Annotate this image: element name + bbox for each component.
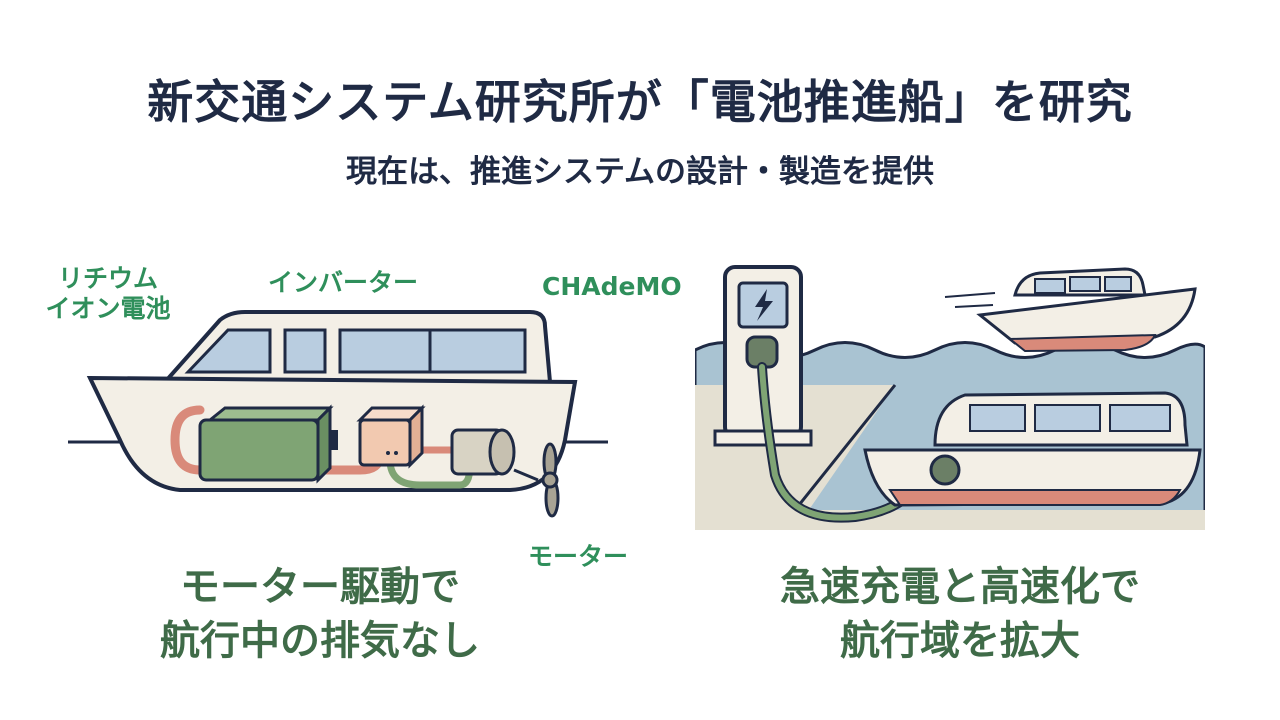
cabin-window bbox=[1109, 404, 1171, 432]
speed-line bbox=[954, 304, 994, 308]
cabin-window bbox=[338, 328, 432, 374]
label-chademo: CHAdeMO bbox=[542, 272, 682, 301]
speeding-boat bbox=[944, 267, 1197, 353]
label-inverter: インバーター bbox=[268, 268, 419, 297]
cabin-window bbox=[428, 328, 527, 374]
page-subtitle: 現在は、推進システムの設計・製造を提供 bbox=[345, 154, 935, 190]
charging-scene-illustration bbox=[695, 265, 1205, 530]
cabin-window bbox=[283, 328, 327, 374]
cabin-window bbox=[184, 328, 272, 374]
caption-left: モーター駆動で 航行中の排気なし bbox=[160, 564, 480, 664]
propeller-icon bbox=[541, 442, 560, 518]
speed-line bbox=[944, 292, 996, 298]
charging-cable bbox=[759, 364, 923, 521]
label-motor: モーター bbox=[528, 542, 629, 571]
electric-motor bbox=[450, 428, 516, 476]
boat-cutaway-illustration bbox=[68, 310, 608, 518]
lightning-icon bbox=[755, 289, 773, 321]
lithium-ion-battery bbox=[198, 404, 338, 484]
inverter-box bbox=[356, 404, 426, 469]
docked-boat bbox=[863, 391, 1202, 507]
charging-port bbox=[929, 454, 961, 486]
caption-right: 急速充電と高速化で 航行域を拡大 bbox=[780, 564, 1140, 664]
chademo-charger bbox=[713, 265, 813, 447]
label-lithium-ion-battery: リチウム イオン電池 bbox=[45, 264, 171, 323]
propeller-shaft bbox=[513, 468, 539, 482]
cabin-window bbox=[969, 404, 1026, 432]
cabin-window bbox=[1034, 404, 1101, 432]
page-title: 新交通システム研究所が「電池推進船」を研究 bbox=[147, 75, 1133, 129]
